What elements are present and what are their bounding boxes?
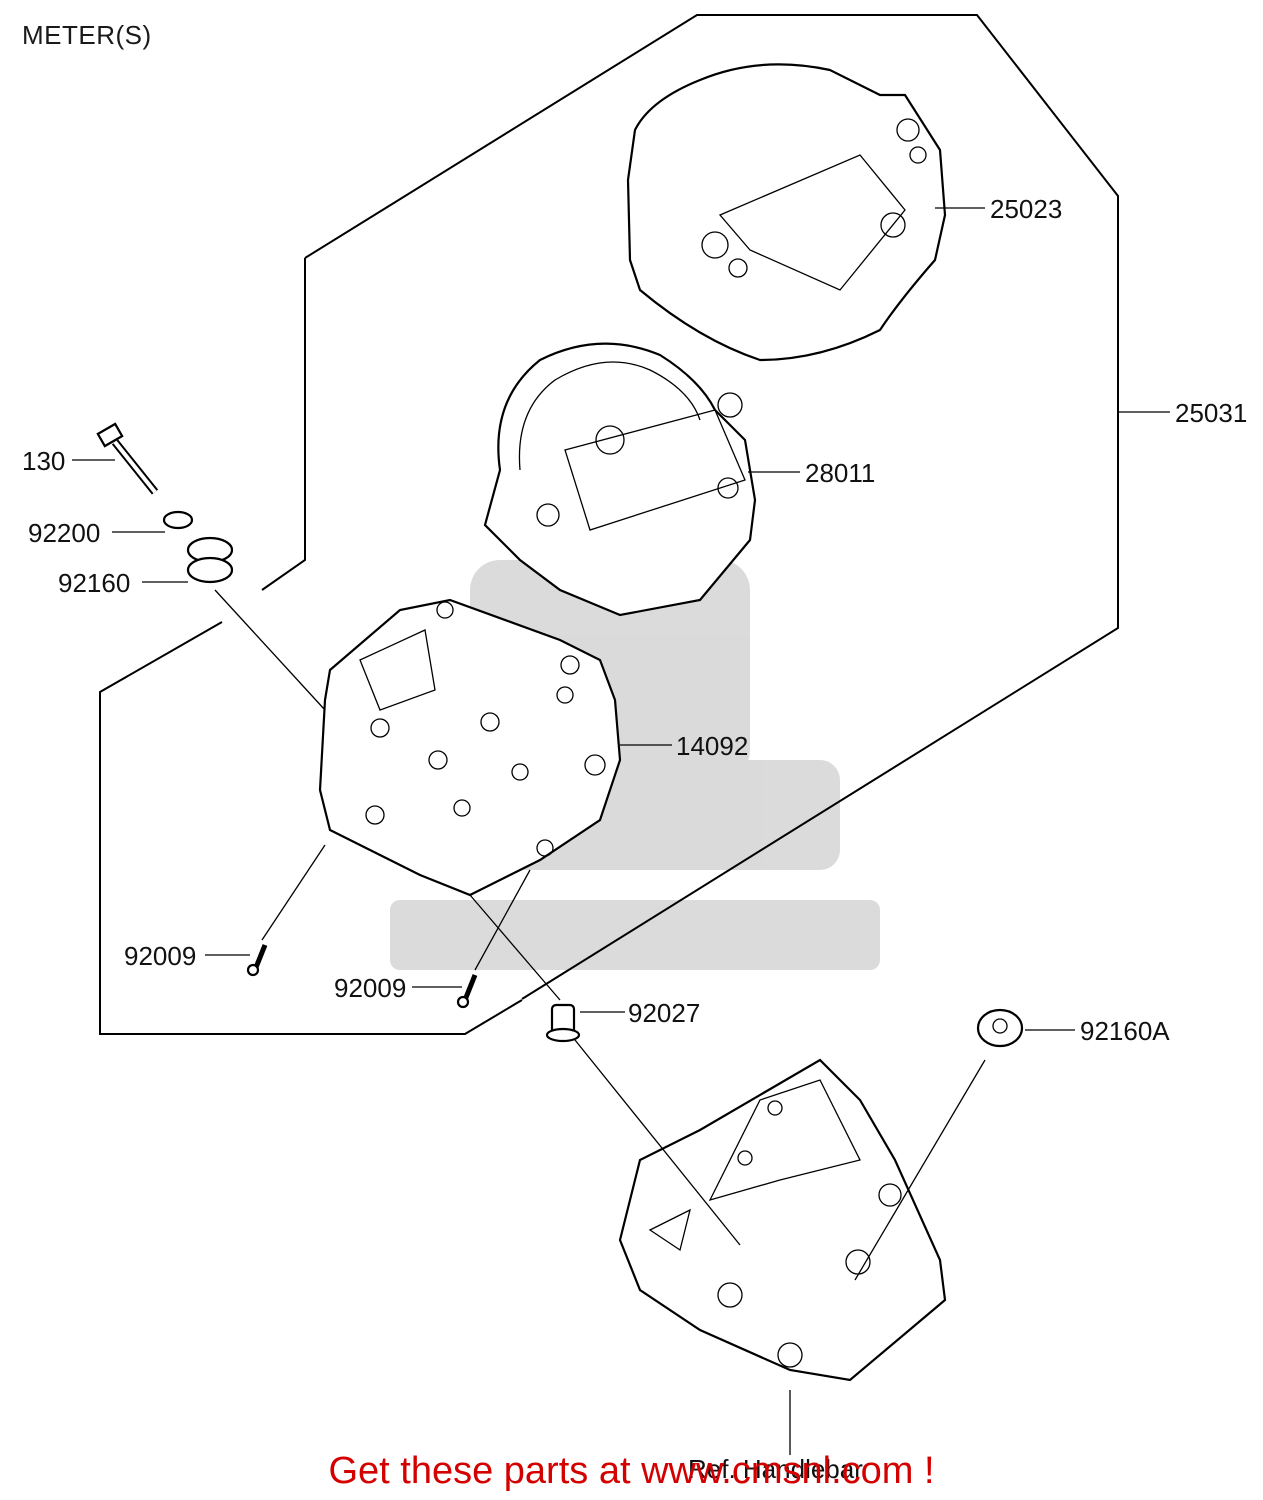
- callout-92200: 92200: [28, 518, 100, 548]
- assembly-boundary-left: [261, 258, 306, 591]
- callout-130: 130: [22, 446, 65, 476]
- callout-25023: 25023: [990, 194, 1062, 224]
- screw-part-center: [456, 974, 478, 1009]
- bolt-part: [96, 422, 159, 495]
- assembly-boundary: [304, 14, 1119, 1000]
- meter-bracket-part: [618, 1058, 947, 1382]
- promo-link[interactable]: Get these parts at www.cmsnl.com !: [328, 1450, 935, 1492]
- grommet-part: [976, 1008, 1024, 1048]
- collar-part: [545, 1003, 581, 1043]
- callout-92009-center: 92009: [334, 973, 406, 1003]
- callout-25031: 25031: [1175, 398, 1247, 428]
- leader-lines: [72, 207, 1170, 1455]
- meter-case-part: [318, 598, 622, 897]
- callout-ref-handlebar: Ref. Handlebar: [688, 1454, 863, 1484]
- meter-cover-part: [626, 63, 947, 362]
- washer-part: [162, 510, 194, 530]
- callout-92027: 92027: [628, 998, 700, 1028]
- callout-92160: 92160: [58, 568, 130, 598]
- damper-part: [186, 536, 234, 584]
- diagram-title: METER(S): [22, 20, 152, 50]
- callout-92009-left: 92009: [124, 941, 196, 971]
- callout-28011: 28011: [805, 458, 875, 488]
- callout-14092: 14092: [676, 731, 748, 761]
- callout-92160A: 92160A: [1080, 1016, 1170, 1046]
- meter-assembly-part: [483, 342, 757, 617]
- screw-part-left: [246, 944, 268, 977]
